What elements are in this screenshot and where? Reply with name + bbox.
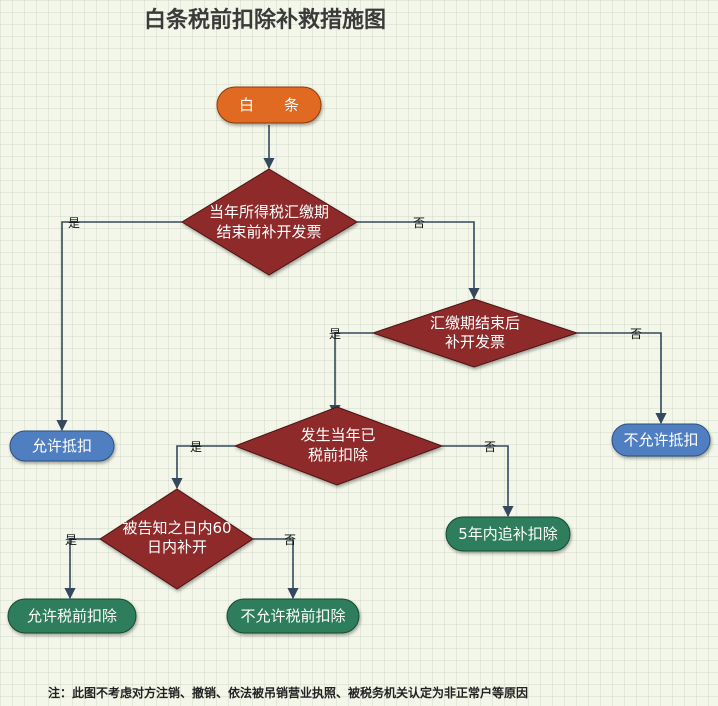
edge-q2-yes: [329, 332, 373, 417]
terminal-allow-deduct-label: 允许抵扣: [32, 437, 92, 455]
terminal-allow-deduct: [9, 430, 115, 462]
decision-q1-line2: 结束前补开发票: [216, 223, 321, 241]
decision-q1-line1: 当年所得税汇缴期: [209, 203, 329, 221]
decision-q2-line1: 汇缴期结束后: [430, 314, 520, 332]
edges: [56, 125, 667, 600]
edge-q1-yes: [56, 221, 182, 432]
label-no-q3: 否: [484, 440, 496, 454]
decision-q3-line1: 发生当年已: [300, 426, 375, 444]
terminal-five-year-label: 5年内追补扣除: [458, 525, 558, 543]
start-node-label: 白 条: [239, 96, 299, 114]
start-node: [216, 86, 322, 124]
decision-q4-line1: 被告知之日内60: [122, 519, 231, 537]
terminal-five-year: [445, 516, 571, 552]
decision-q4-line2: 日内补开: [147, 538, 207, 556]
diagram-title: 白条税前扣除补救措施图: [144, 7, 386, 33]
label-yes-q4: 是: [65, 533, 77, 547]
label-yes-q3: 是: [190, 440, 202, 454]
edge-q3-no: [442, 445, 514, 518]
edge-q2-no: [577, 332, 667, 425]
label-yes-q2: 是: [329, 327, 341, 341]
terminal-not-allow-deduct-label: 不允许抵扣: [623, 431, 698, 449]
edge-q4-yes: [64, 538, 100, 600]
label-no-q1: 否: [413, 216, 425, 230]
label-no-q2: 否: [630, 327, 642, 341]
decision-q2-line2: 补开发票: [445, 333, 505, 351]
terminal-allow-pretax: [7, 598, 137, 634]
terminal-not-allow-pretax-label: 不允许税前扣除: [240, 607, 345, 625]
label-no-q4: 否: [284, 533, 296, 547]
terminal-not-allow-deduct: [611, 423, 711, 457]
decision-q1: [181, 168, 358, 276]
terminal-not-allow-pretax: [226, 598, 360, 634]
decision-q3-line2: 税前扣除: [308, 446, 368, 464]
decision-q3: [233, 406, 444, 486]
decision-q2: [371, 298, 579, 368]
edge-q3-yes: [171, 445, 235, 490]
terminal-allow-pretax-label: 允许税前扣除: [27, 607, 117, 625]
decision-q4: [99, 488, 254, 590]
edge-q1-no: [357, 221, 480, 300]
label-yes-q1: 是: [68, 216, 80, 230]
edge-q4-no: [253, 538, 299, 600]
footnote: 注：此图不考虑对方注销、撤销、依法被吊销营业执照、被税务机关认定为非正常户等原因: [48, 685, 528, 700]
